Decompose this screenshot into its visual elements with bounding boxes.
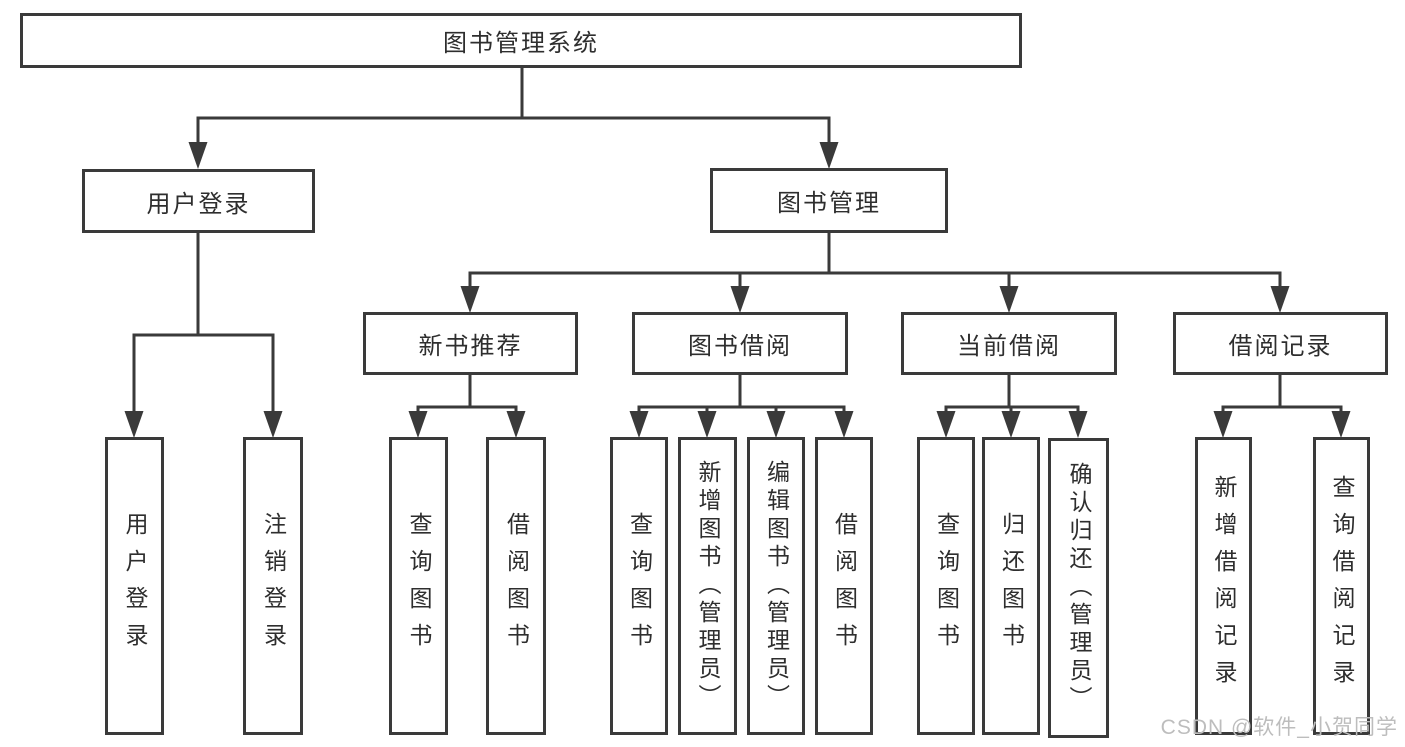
node-library-management-system: 图书管理系统 [20,13,1022,68]
arrowhead-icon [730,286,750,313]
leaf-edit-books-admin: 编辑图书（管理员） [747,437,805,735]
leaf-label: 新增图书（管理员） [695,460,721,712]
node-current-borrowing: 当前借阅 [901,312,1117,375]
leaf-add-books-admin: 新增图书（管理员） [678,437,737,735]
leaf-label: 借阅图书 [831,512,858,660]
leaf-label: 查询图书 [626,512,653,660]
arrowhead-icon [936,411,956,438]
arrowhead-icon [834,411,854,438]
node-label: 用户登录 [146,190,251,218]
leaf-label: 归还图书 [998,512,1025,660]
node-label: 图书借阅 [688,333,792,360]
leaf-borrow-books: 借阅图书 [815,437,873,735]
leaf-query-books: 查询图书 [610,437,668,735]
leaf-return-books: 归还图书 [982,437,1040,735]
leaf-label: 注销登录 [260,512,287,660]
arrowhead-icon [999,286,1019,313]
leaf-label: 编辑图书（管理员） [763,460,790,712]
leaf-confirm-return-admin: 确认归还（管理员） [1048,438,1109,738]
leaf-user-login: 用户登录 [105,437,164,735]
leaf-label: 查询图书 [406,512,432,660]
leaf-label: 新增借阅记录 [1211,475,1237,697]
leaf-label: 查询图书 [933,512,960,660]
leaf-label: 借阅图书 [503,512,530,660]
arrowhead-icon [697,411,717,438]
leaf-label: 查询借阅记录 [1329,475,1355,697]
arrowhead-icon [188,142,208,169]
leaf-query-borrow-record: 查询借阅记录 [1313,437,1370,735]
leaf-label: 确认归还（管理员） [1066,462,1092,714]
node-label: 借阅记录 [1228,333,1333,360]
arrowhead-icon [819,142,839,169]
arrowhead-icon [124,411,144,438]
node-borrowing-records: 借阅记录 [1173,312,1388,375]
node-new-book-recommendation: 新书推荐 [363,312,578,375]
node-book-management: 图书管理 [710,168,948,233]
leaf-query-books: 查询图书 [917,437,975,735]
arrowhead-icon [506,411,526,438]
leaf-label: 用户登录 [122,512,148,660]
arrowhead-icon [766,411,786,438]
node-user-login: 用户登录 [82,169,315,233]
node-book-borrowing: 图书借阅 [632,312,848,375]
leaf-add-borrow-record: 新增借阅记录 [1195,437,1252,735]
arrowhead-icon [408,411,428,438]
arrowhead-icon [460,286,480,313]
arrowhead-icon [1213,411,1233,438]
node-label: 图书管理 [777,190,881,217]
leaf-query-books: 查询图书 [389,437,448,735]
node-label: 当前借阅 [957,333,1061,360]
arrowhead-icon [1068,411,1088,438]
arrowhead-icon [629,411,649,438]
csdn-watermark: CSDN @软件_小贺同学 [1160,716,1398,739]
node-label: 新书推荐 [418,333,523,360]
arrowhead-icon [1270,286,1290,313]
arrowhead-icon [1331,411,1351,438]
node-label: 图书管理系统 [443,30,599,57]
arrowhead-icon [1001,411,1021,438]
leaf-logout-login: 注销登录 [243,437,303,735]
arrowhead-icon [263,411,283,438]
leaf-borrow-books: 借阅图书 [486,437,546,735]
